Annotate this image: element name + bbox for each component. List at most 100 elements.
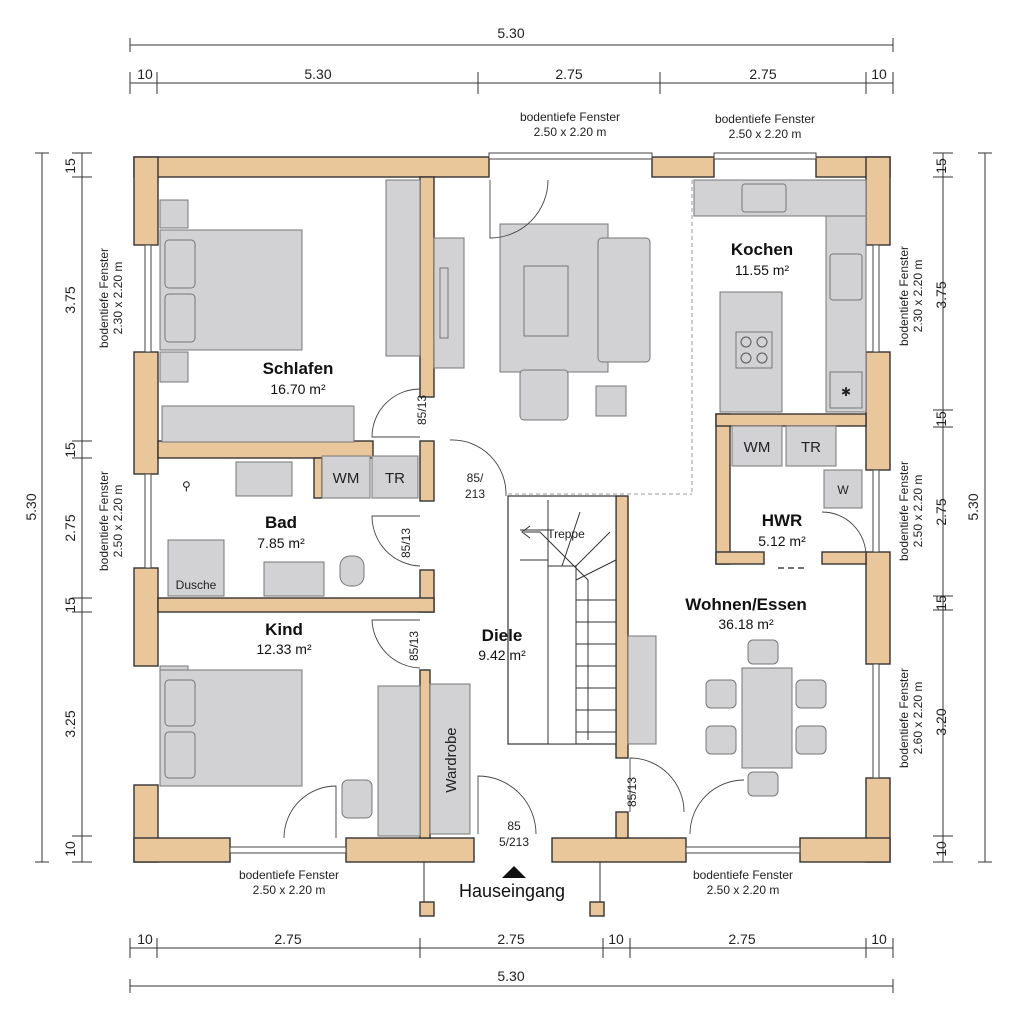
dryer bbox=[785, 425, 837, 467]
entrance-post bbox=[589, 901, 605, 917]
room-area-schlafen: 16.70 m² bbox=[270, 381, 326, 397]
wall-bad-kind bbox=[157, 597, 435, 613]
room-area-wohnen: 36.18 m² bbox=[718, 616, 774, 632]
burner-icon bbox=[740, 336, 752, 348]
door-labels: 85/13 85/13 85/13 85/13 85/ 213 85 5/213 bbox=[399, 395, 639, 849]
furniture-bad: ⚲ bbox=[167, 455, 419, 597]
dim-left-seg-4: 2.75 bbox=[62, 514, 78, 541]
window-right-upper bbox=[872, 244, 880, 353]
pillow bbox=[164, 679, 196, 727]
dim-top-total: 5.30 bbox=[497, 25, 524, 41]
window-label-left-lower-name: bodentiefe Fenster bbox=[97, 471, 111, 571]
window-left-lower bbox=[144, 473, 152, 569]
wall-hwr-west bbox=[715, 413, 731, 565]
armchair bbox=[519, 369, 569, 421]
room-name-hwr: HWR bbox=[762, 511, 803, 530]
wall-left-1 bbox=[133, 156, 159, 246]
window-label-bottom-left-name: bodentiefe Fenster bbox=[239, 868, 339, 882]
dim-bottom-total: 5.30 bbox=[497, 968, 524, 984]
dim-bottom-seg-4: 10 bbox=[608, 931, 624, 947]
dim-left-total: 5.30 bbox=[23, 493, 39, 520]
wall-bad-east-top bbox=[419, 440, 435, 502]
dim-left-seg-1: 15 bbox=[62, 158, 78, 174]
wardrobe-label: Wardrobe bbox=[443, 727, 460, 792]
window-top-right bbox=[713, 152, 817, 160]
window-bottom-left bbox=[229, 846, 347, 854]
dim-left-seg-6: 3.25 bbox=[62, 710, 78, 737]
washing-machine bbox=[731, 425, 783, 467]
window-left-upper bbox=[144, 244, 152, 353]
burner-icon bbox=[740, 352, 752, 364]
window-label-bottom-right-size: 2.50 x 2.20 m bbox=[707, 883, 780, 897]
shower bbox=[167, 539, 225, 597]
entrance-post bbox=[419, 901, 435, 917]
chair bbox=[705, 679, 737, 709]
room-labels: Schlafen 16.70 m² Bad 7.85 m² Kind 12.33… bbox=[256, 240, 806, 663]
wall-right-2 bbox=[865, 351, 891, 471]
wall-kind-east bbox=[419, 669, 431, 839]
room-area-bad: 7.85 m² bbox=[257, 535, 305, 551]
kitchen-sink bbox=[829, 253, 863, 301]
side-table bbox=[595, 385, 627, 417]
window-right-middle bbox=[872, 469, 880, 553]
dim-top-seg-5: 10 bbox=[871, 66, 887, 82]
window-top-left bbox=[488, 152, 653, 160]
dim-right-seg-3: 15 bbox=[933, 411, 949, 427]
window-label-left-upper-size: 2.30 x 2.20 m bbox=[111, 262, 125, 335]
shower-head-icon: ⚲ bbox=[182, 479, 191, 493]
window-right-lower bbox=[872, 663, 880, 779]
tr-label-bad: TR bbox=[385, 470, 405, 487]
wall-bottom-3 bbox=[551, 837, 687, 863]
staircase bbox=[507, 495, 617, 745]
wall-schlafen-bad bbox=[157, 440, 374, 459]
room-name-diele: Diele bbox=[482, 626, 523, 645]
furniture-kitchen: ✱ bbox=[693, 179, 867, 413]
kitchen-zone-lines bbox=[508, 180, 808, 569]
fridge-star-icon: ✱ bbox=[841, 385, 851, 399]
boiler-label: W bbox=[837, 483, 849, 497]
dim-bottom-seg-5: 2.75 bbox=[728, 931, 755, 947]
window-bottom-right bbox=[685, 846, 801, 854]
wall-right-3 bbox=[865, 551, 891, 665]
desk-chair bbox=[341, 779, 373, 819]
room-name-wohnen: Wohnen/Essen bbox=[685, 595, 807, 614]
room-name-kochen: Kochen bbox=[731, 240, 793, 259]
dim-left-seg-3: 15 bbox=[62, 442, 78, 458]
interior-walls bbox=[157, 176, 867, 839]
door-label-diele-bottom: 213 bbox=[465, 487, 485, 501]
entrance-label: Hauseingang bbox=[459, 881, 565, 901]
room-area-diele: 9.42 m² bbox=[478, 647, 526, 663]
window-label-top-right-name: bodentiefe Fenster bbox=[715, 112, 815, 126]
wall-bottom-2 bbox=[345, 837, 475, 863]
window-label-left-upper-name: bodentiefe Fenster bbox=[97, 248, 111, 348]
furniture-kind bbox=[159, 665, 421, 837]
room-name-bad: Bad bbox=[265, 513, 297, 532]
dim-top-seg-3: 2.75 bbox=[555, 66, 582, 82]
nightstand bbox=[159, 351, 189, 383]
tr-label-hwr: TR bbox=[801, 439, 821, 456]
dim-right-seg-4: 2.75 bbox=[933, 498, 949, 525]
pillow bbox=[164, 239, 196, 289]
furniture-schlafen bbox=[159, 179, 421, 443]
tv-cabinet bbox=[433, 237, 465, 369]
door-label-schlafen: 85/13 bbox=[415, 395, 429, 425]
window-label-top-right-size: 2.50 x 2.20 m bbox=[729, 127, 802, 141]
fridge bbox=[829, 371, 863, 409]
door-label-bad: 85/13 bbox=[399, 528, 413, 558]
window-labels: bodentiefe Fenster 2.50 x 2.20 m bodenti… bbox=[97, 110, 925, 897]
room-area-hwr: 5.12 m² bbox=[758, 533, 806, 549]
tv bbox=[439, 267, 449, 339]
window-label-top-left-size: 2.50 x 2.20 m bbox=[534, 125, 607, 139]
furniture-hwr bbox=[731, 425, 863, 509]
door-label-wohnen: 85/13 bbox=[625, 777, 639, 807]
window-label-right-middle-size: 2.50 x 2.20 m bbox=[911, 475, 925, 548]
dim-bottom-seg-2: 2.75 bbox=[274, 931, 301, 947]
dim-left-seg-7: 10 bbox=[62, 841, 78, 857]
window-label-right-upper-size: 2.30 x 2.20 m bbox=[911, 260, 925, 333]
room-area-kochen: 11.55 m² bbox=[735, 262, 790, 278]
dim-right-seg-2: 3.75 bbox=[933, 281, 949, 308]
furniture-diele bbox=[429, 635, 657, 835]
wall-left-2 bbox=[133, 351, 159, 475]
pillow bbox=[164, 293, 196, 343]
